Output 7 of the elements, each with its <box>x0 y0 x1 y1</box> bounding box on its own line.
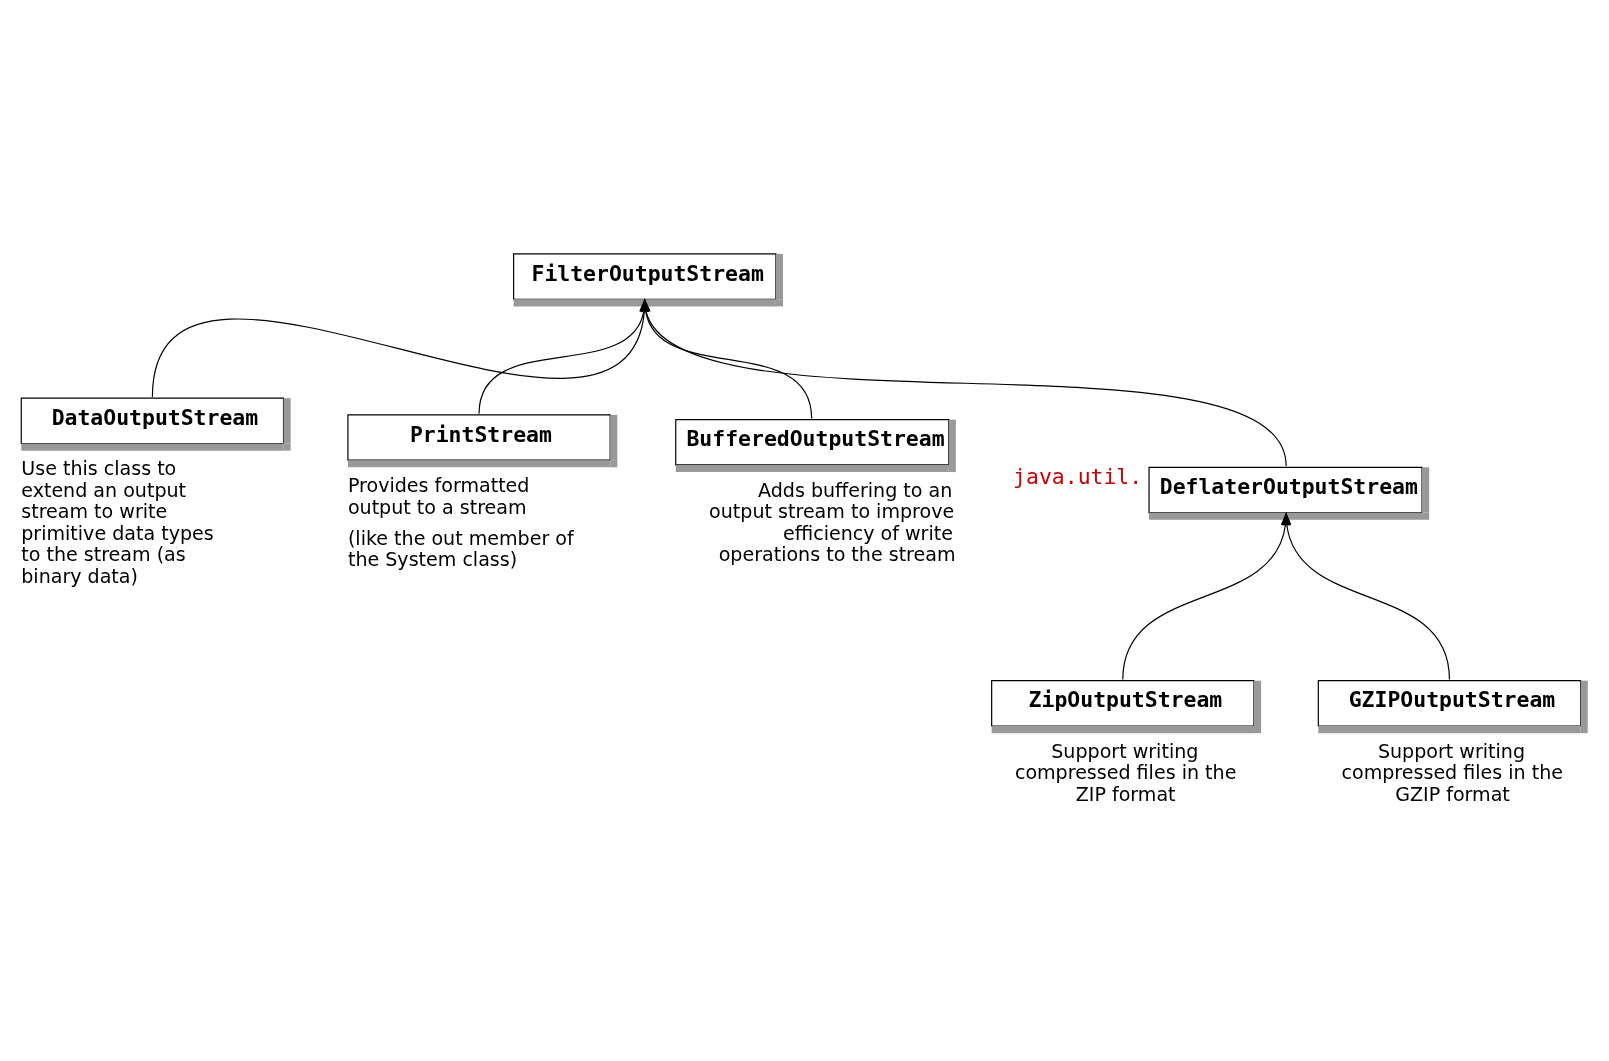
node-label: (like the out member of the System class) <box>347 526 574 571</box>
node-label: Support writing compressed files in the GZIP format <box>1341 739 1564 805</box>
node-label: Provides formatted output to a stream <box>347 474 530 518</box>
node-label: java.util. <box>1013 464 1143 490</box>
node-label: Use this class to extend an output stream to write primitive data types to the stream (as binary data) <box>21 457 214 587</box>
node-label: Support writing compressed files in the ZIP format <box>1014 739 1237 805</box>
node-label: Adds buffering to an output stream to improve efficiency of write operations to the stream <box>709 478 956 566</box>
